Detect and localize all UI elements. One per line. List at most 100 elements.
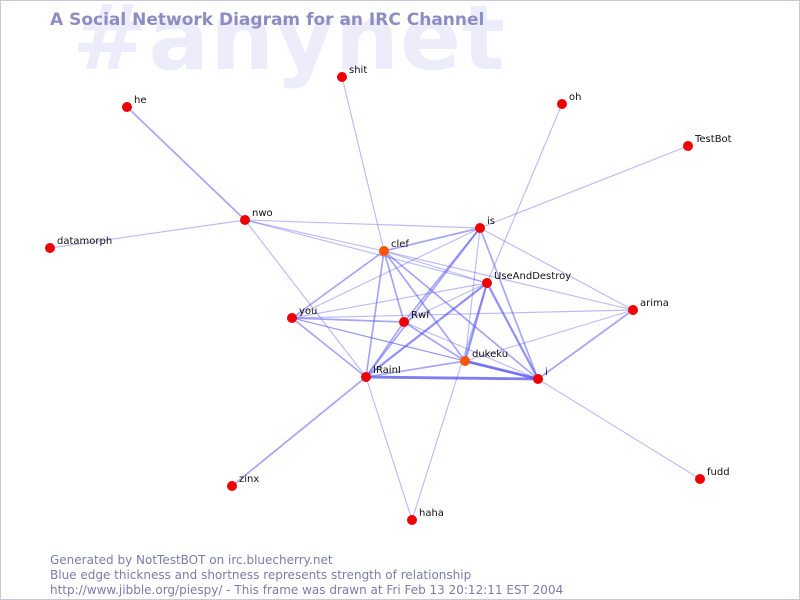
- node-dot-UseAndDestroy[interactable]: [482, 278, 492, 288]
- node-clef[interactable]: clef: [379, 239, 409, 256]
- node-dot-TestBot[interactable]: [683, 141, 693, 151]
- node-label-haha: haha: [419, 508, 444, 519]
- node-label-nwo: nwo: [252, 208, 273, 219]
- edge-IRainI-haha: [365, 376, 413, 521]
- edge-you-Rwf: [291, 317, 405, 323]
- node-dukeku[interactable]: dukeku: [460, 349, 508, 366]
- node-label-UseAndDestroy: UseAndDestroy: [494, 271, 571, 282]
- node-dot-dukeku[interactable]: [460, 356, 470, 366]
- node-dot-Rwf[interactable]: [399, 317, 409, 327]
- node-label-shit: shit: [349, 65, 367, 76]
- edge-UseAndDestroy-you: [291, 282, 488, 319]
- node-haha[interactable]: haha: [407, 508, 444, 525]
- edge-dukeku-i: [463, 359, 540, 381]
- node-dot-IRainI[interactable]: [361, 372, 371, 382]
- node-i[interactable]: i: [533, 367, 548, 384]
- node-dot-haha[interactable]: [407, 515, 417, 525]
- channel-watermark: #anynet: [72, 0, 507, 91]
- edge-datamorph-nwo: [49, 219, 246, 249]
- node-label-zinx: zinx: [239, 474, 259, 485]
- edge-clef-Rwf: [383, 250, 405, 323]
- node-label-clef: clef: [391, 239, 409, 250]
- node-nwo[interactable]: nwo: [240, 208, 273, 225]
- edge-you-IRainI: [291, 317, 367, 378]
- edge-nwo-is: [244, 219, 481, 229]
- node-dot-you[interactable]: [287, 313, 297, 323]
- node-label-arima: arima: [640, 298, 669, 309]
- edge-TestBot-is: [479, 145, 689, 229]
- edge-Rwf-i: [403, 321, 539, 380]
- edge-is-you: [291, 227, 481, 319]
- edges-layer: [49, 76, 701, 521]
- edge-clef-you: [291, 250, 385, 319]
- edge-nwo-UseAndDestroy: [244, 219, 488, 284]
- node-arima[interactable]: arima: [628, 298, 669, 315]
- edge-nwo-IRainI: [244, 219, 367, 378]
- node-label-IRainI: IRainI: [373, 365, 401, 376]
- node-UseAndDestroy[interactable]: UseAndDestroy: [482, 271, 571, 288]
- edge-is-arima: [479, 227, 634, 311]
- edge-clef-IRainI: [365, 250, 385, 378]
- edge-i-IRainI: [364, 375, 540, 381]
- node-dot-shit[interactable]: [337, 72, 347, 82]
- edge-clef-dukeku: [383, 250, 466, 362]
- edge-he-nwo: [126, 106, 246, 221]
- node-dot-datamorph[interactable]: [45, 243, 55, 253]
- edge-Rwf-dukeku: [403, 321, 466, 362]
- node-label-fudd: fudd: [707, 467, 730, 478]
- diagram-title: A Social Network Diagram for an IRC Chan…: [50, 10, 485, 30]
- node-label-oh: oh: [569, 92, 581, 103]
- node-TestBot[interactable]: TestBot: [683, 134, 732, 151]
- node-you[interactable]: you: [287, 306, 317, 323]
- edge-shit-clef: [341, 76, 385, 252]
- node-label-is: is: [487, 216, 495, 227]
- node-fudd[interactable]: fudd: [695, 467, 730, 484]
- node-shit[interactable]: shit: [337, 65, 367, 82]
- node-label-he: he: [134, 95, 147, 106]
- node-dot-nwo[interactable]: [240, 215, 250, 225]
- node-IRainI[interactable]: IRainI: [361, 365, 401, 382]
- edge-dukeku-IRainI: [365, 360, 466, 378]
- node-label-datamorph: datamorph: [57, 236, 112, 247]
- edge-clef-UseAndDestroy: [383, 250, 488, 284]
- node-dot-oh[interactable]: [557, 99, 567, 109]
- edge-UseAndDestroy-IRainI: [364, 281, 489, 379]
- edge-i-fudd: [537, 378, 701, 480]
- edge-you-dukeku: [291, 317, 466, 362]
- node-label-Rwf: Rwf: [411, 310, 430, 321]
- edge-nwo-clef: [244, 219, 385, 252]
- node-dot-i[interactable]: [533, 374, 543, 384]
- footer-credit-line: http://www.jibble.org/piespy/ - This fra…: [50, 583, 564, 597]
- edge-is-clef: [383, 227, 481, 252]
- node-he[interactable]: he: [122, 95, 147, 112]
- node-zinx[interactable]: zinx: [227, 474, 259, 491]
- edge-clef-i: [383, 250, 539, 380]
- node-dot-clef[interactable]: [379, 246, 389, 256]
- node-dot-arima[interactable]: [628, 305, 638, 315]
- node-is[interactable]: is: [475, 216, 495, 233]
- edge-is-i: [479, 227, 539, 380]
- node-label-i: i: [545, 367, 548, 378]
- edge-UseAndDestroy-haha: [411, 282, 488, 521]
- edge-arima-you: [291, 309, 634, 319]
- edge-arima-i: [537, 309, 634, 380]
- edge-IRainI-zinx: [231, 376, 367, 487]
- node-datamorph[interactable]: datamorph: [45, 236, 112, 253]
- edge-UseAndDestroy-i: [485, 281, 540, 381]
- node-dot-fudd[interactable]: [695, 474, 705, 484]
- edge-clef-arima: [383, 250, 634, 311]
- node-label-TestBot: TestBot: [694, 134, 732, 145]
- edge-arima-dukeku: [464, 309, 634, 362]
- node-oh[interactable]: oh: [557, 92, 581, 109]
- node-dot-is[interactable]: [475, 223, 485, 233]
- footer-generated-by: Generated by NotTestBOT on irc.bluecherr…: [50, 553, 333, 567]
- edge-UseAndDestroy-dukeku: [463, 281, 489, 363]
- node-Rwf[interactable]: Rwf: [399, 310, 430, 327]
- node-dot-zinx[interactable]: [227, 481, 237, 491]
- footer-legend-note: Blue edge thickness and shortness repres…: [50, 568, 472, 582]
- node-dot-he[interactable]: [122, 102, 132, 112]
- edge-Rwf-IRainI: [365, 321, 405, 378]
